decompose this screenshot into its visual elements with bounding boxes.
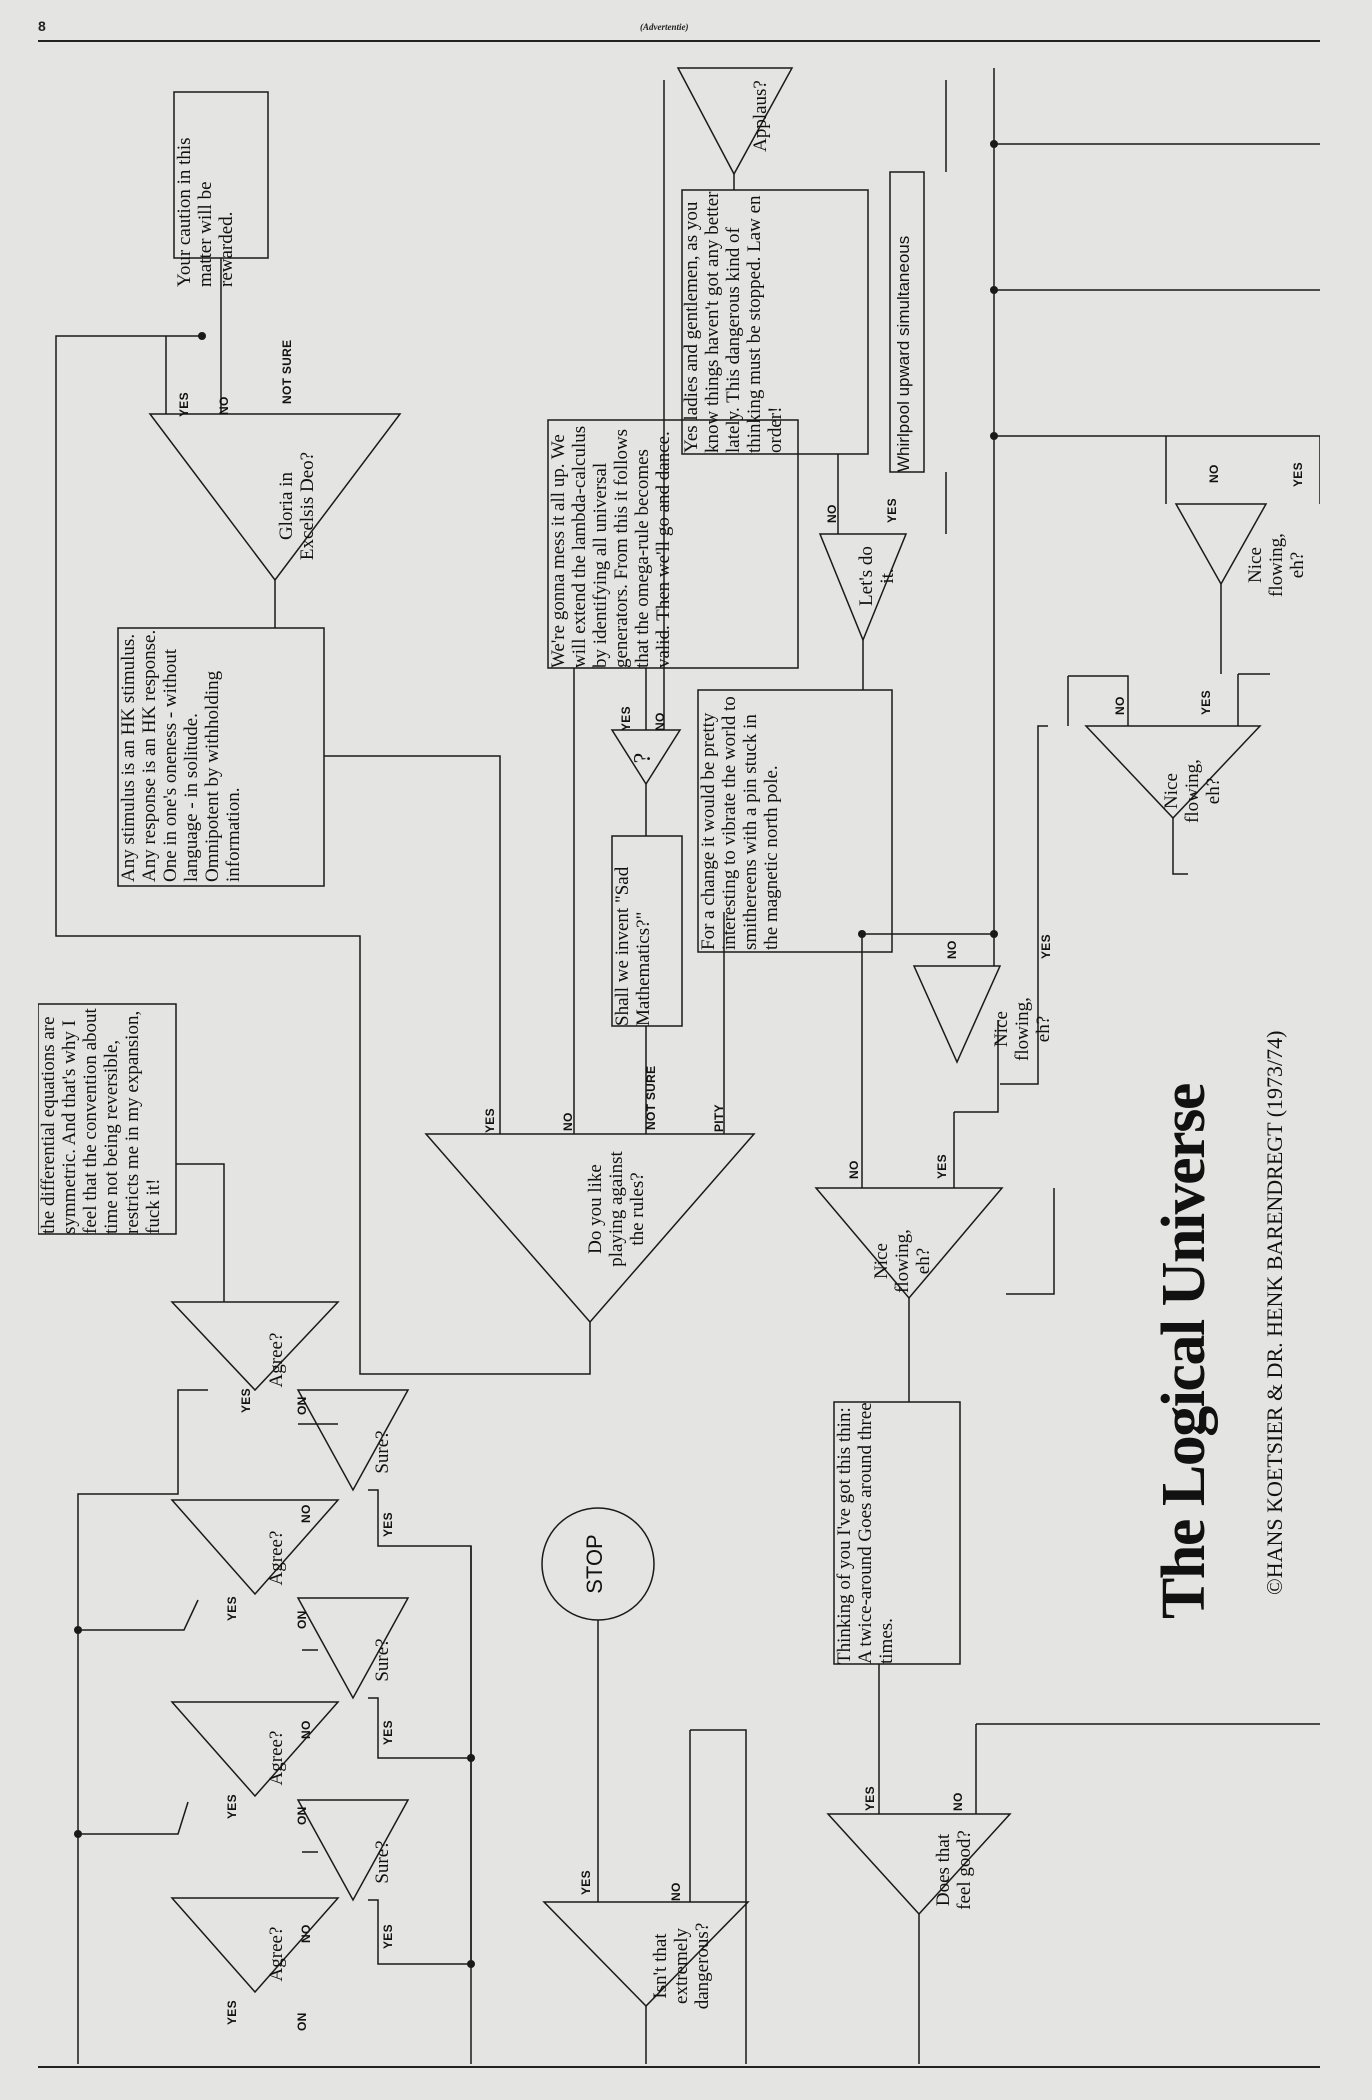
nice-text-1: Nice flowing, eh? [991, 997, 1054, 1061]
lets-yes: YES [885, 498, 899, 523]
sure3-yes: YES [381, 1924, 395, 1949]
agree3-yes: YES [225, 1794, 239, 1819]
differential-text: the differential equations are symmetric… [38, 1008, 164, 1234]
agree-text-4: Agree? [266, 1926, 287, 1982]
agree4-on: ON [295, 2012, 309, 2031]
agree-text-2: Agree? [266, 1530, 287, 1586]
nice-triangle-1 [912, 965, 1002, 1064]
lambda-box [547, 419, 799, 669]
gloria-yes: YES [177, 392, 191, 417]
agree-text-1: Agree? [266, 1332, 287, 1388]
sure-text-1: Sure? [372, 1430, 393, 1474]
nice1-no: NO [945, 940, 959, 959]
gloria-not-sure: NOT SURE [280, 339, 294, 404]
rules-pity: PITY [712, 1104, 726, 1132]
agree2-yes: YES [225, 1596, 239, 1621]
agree-text-3: Agree? [266, 1730, 287, 1786]
sure-text-2: Sure? [372, 1638, 393, 1682]
nice2-yes: YES [1199, 690, 1213, 715]
nice-text-3: Nice flowing, eh? [1245, 533, 1308, 597]
nice1-yes: YES [1039, 934, 1053, 959]
sure2-yes: YES [381, 1720, 395, 1745]
nice-text-4: Nice flowing, eh? [871, 1229, 934, 1293]
rules-triangle [424, 1133, 756, 1324]
q-yes: YES [619, 706, 633, 731]
nice-text-2: Nice flowing, eh? [1161, 759, 1224, 823]
thinking-box [833, 1401, 961, 1665]
agree-triangle-2 [170, 1499, 340, 1596]
top-rule [38, 40, 1320, 42]
nice3-no: NO [1207, 464, 1221, 483]
nice4-yes: YES [935, 1154, 949, 1179]
agree1-yes: YES [239, 1388, 253, 1413]
nice-triangle-2 [1084, 725, 1262, 820]
sure-text-3: Sure? [372, 1840, 393, 1884]
dangerous-no: NO [669, 1882, 683, 1901]
lets-do-it-triangle [818, 533, 908, 642]
nice-triangle-4 [814, 1187, 1004, 1300]
stop-text: STOP [582, 1534, 607, 1594]
sure2-no: NO [299, 1720, 313, 1739]
gloria-triangle [148, 413, 402, 582]
subtitle: ©HANS KOETSIER & DR. HENK BARENDREGT (19… [1262, 1030, 1287, 1595]
sure-triangle-1 [296, 1389, 410, 1492]
flowchart: Your caution in this matter will be rewa… [37, 44, 1321, 2064]
lets-no: NO [825, 504, 839, 523]
rules-text: Do you like playing against the rules? [585, 1151, 648, 1267]
page-number: 8 [38, 18, 46, 34]
sure1-no: NO [299, 1504, 313, 1523]
rules-yes: YES [483, 1108, 497, 1133]
sure1-yes: YES [381, 1512, 395, 1537]
agree-triangle-4 [170, 1897, 340, 1994]
agree-triangle-3 [170, 1701, 340, 1798]
rules-no: NO [561, 1112, 575, 1131]
caution-text: Your caution in this matter will be rewa… [174, 137, 237, 287]
gloria-text: Gloria in Excelsis Deo? [276, 451, 318, 561]
vibrate-box [697, 689, 893, 953]
stimulus-box [117, 627, 325, 887]
stimulus-text: Any stimulus is an HK stimulus. Any resp… [118, 629, 244, 882]
rules-not-sure: NOT SURE [644, 1065, 658, 1130]
agree4-yes: YES [225, 2000, 239, 2025]
vibrate-text: For a change it would be pretty interest… [698, 696, 782, 950]
feel-yes: YES [863, 1786, 877, 1811]
agree-triangle-1 [170, 1301, 340, 1392]
sure-triangle-2 [296, 1597, 410, 1700]
nice3-yes: YES [1291, 462, 1305, 487]
applaus-text: Applaus? [750, 80, 771, 152]
differential-box [37, 1003, 177, 1235]
agree1-on: ON [295, 1396, 309, 1415]
nice-triangle-3 [1174, 503, 1268, 586]
whirlpool-text: Whirlpool upward simultaneous [894, 235, 913, 472]
feel-triangle [826, 1813, 1012, 1916]
feel-text: Does that feel good? [933, 1830, 975, 1910]
page-tag: (Advertentie) [640, 22, 689, 32]
q-text: ? [630, 752, 656, 764]
lets-do-it-text: Let's do it. [856, 546, 898, 606]
dangerous-triangle [542, 1901, 750, 2008]
sad-math-box [611, 835, 683, 1027]
flowchart-lines [37, 67, 1321, 2064]
agree3-on: ON [295, 1806, 309, 1825]
q-no: NO [653, 712, 667, 731]
feel-no: NO [951, 1792, 965, 1811]
whirlpool-box [889, 171, 925, 473]
sure3-no: NO [299, 1924, 313, 1943]
dangerous-text: Isn't that extremely dangerous? [650, 1922, 713, 2010]
nice4-no: NO [847, 1160, 861, 1179]
nice2-no: NO [1113, 696, 1127, 715]
sure-triangle-3 [296, 1799, 410, 1902]
ladies-text: Yes ladies and gentlemen, as you know th… [681, 191, 786, 453]
title: The Logical Universe [1150, 1084, 1218, 1619]
ladies-box [681, 189, 869, 455]
gloria-no: NO [217, 396, 231, 415]
bottom-rule [38, 2066, 1320, 2068]
lambda-text: We're gonna mess it all up. We will exte… [548, 425, 674, 668]
dangerous-yes: YES [579, 1870, 593, 1895]
applaus-triangle [676, 67, 794, 176]
agree2-on: ON [295, 1610, 309, 1629]
sad-math-text: Shall we invent "Sad Mathematics?" [612, 866, 654, 1026]
thinking-text: Thinking of you I've got this thin: A tw… [834, 1402, 897, 1664]
